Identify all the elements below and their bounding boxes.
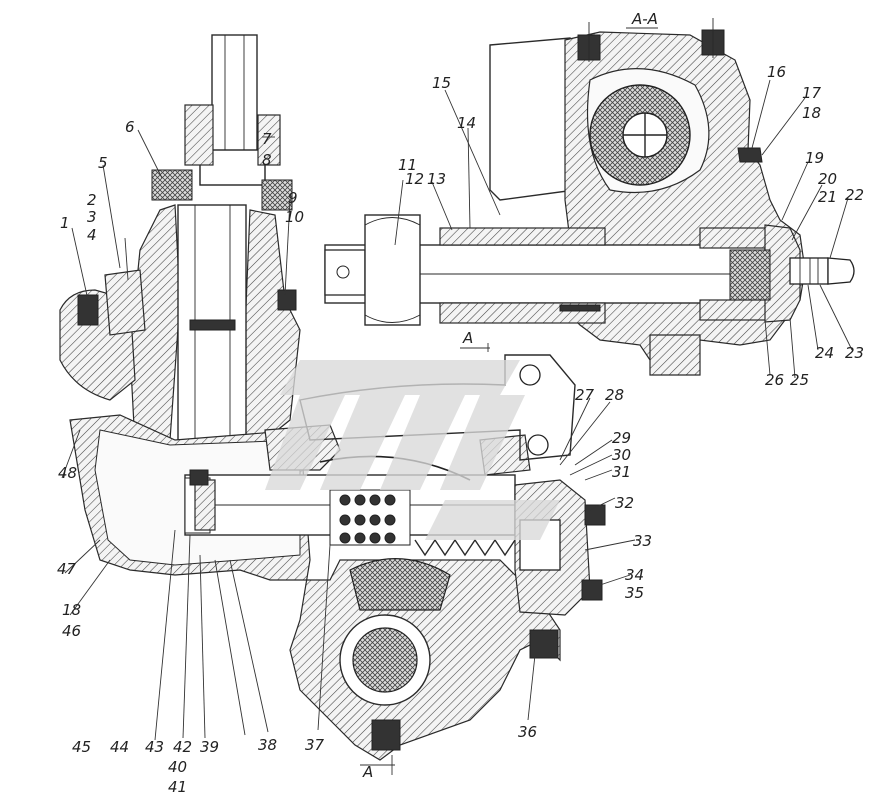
callout-5: 5: [98, 154, 108, 172]
callout-20: 20: [818, 170, 837, 188]
callout-36: 36: [518, 723, 537, 741]
input-shaft-assembly: [59, 34, 301, 466]
callout-37: 37: [305, 736, 325, 754]
callout-23: 23: [845, 344, 864, 362]
callout-1: 1: [60, 214, 70, 232]
callout-25: 25: [790, 371, 809, 389]
callout-41: 41: [168, 778, 187, 796]
callout-43: 43: [145, 738, 164, 756]
callout-13: 13: [427, 170, 446, 188]
callout-34: 34: [625, 566, 644, 584]
leader-lines: [61, 79, 853, 741]
callout-11: 11: [398, 156, 417, 174]
section-a-a-view: [324, 18, 855, 376]
callout-18-upper: 18: [802, 104, 821, 122]
callout-42: 42: [173, 738, 192, 756]
callout-22: 22: [845, 186, 864, 204]
callout-35: 35: [625, 584, 644, 602]
section-marker-top: A-A: [626, 10, 658, 29]
watermark-logo: [265, 360, 560, 540]
callout-4: 4: [87, 226, 97, 244]
callout-2: 2: [87, 191, 97, 209]
callout-39: 39: [200, 738, 219, 756]
callout-6: 6: [125, 118, 135, 136]
callout-labels: 1 2 3 4 5 6 7 8 9 10 11 12 13 14 15 16 1…: [57, 63, 864, 796]
callout-46: 46: [62, 622, 81, 640]
section-marker-label-lower: A: [362, 763, 373, 781]
callout-10: 10: [285, 208, 304, 226]
callout-45: 45: [72, 738, 91, 756]
callout-30: 30: [612, 446, 631, 464]
callout-32: 32: [615, 494, 634, 512]
callout-44: 44: [110, 738, 129, 756]
callout-14: 14: [457, 114, 476, 132]
callout-40: 40: [168, 758, 187, 776]
callout-16: 16: [767, 63, 786, 81]
callout-28: 28: [605, 386, 624, 404]
callout-27: 27: [575, 386, 595, 404]
callout-21: 21: [818, 188, 837, 206]
section-marker-label-upper: A: [462, 329, 473, 347]
callout-17: 17: [802, 84, 822, 102]
callout-33: 33: [633, 532, 652, 550]
section-title: A-A: [631, 10, 658, 28]
callout-24: 24: [815, 344, 834, 362]
callout-18-lower: 18: [62, 601, 81, 619]
callout-26: 26: [765, 371, 784, 389]
callout-19: 19: [805, 149, 824, 167]
callout-48: 48: [58, 464, 77, 482]
callout-29: 29: [612, 429, 631, 447]
callout-38: 38: [258, 736, 277, 754]
callout-8: 8: [262, 151, 272, 169]
section-marker-upper-cut: A: [460, 329, 490, 352]
callout-7: 7: [262, 130, 272, 148]
callout-47: 47: [57, 560, 77, 578]
callout-12: 12: [405, 170, 424, 188]
callout-15: 15: [432, 74, 451, 92]
callout-9: 9: [288, 189, 298, 207]
ball-track: [329, 489, 411, 546]
callout-3: 3: [87, 208, 97, 226]
section-marker-lower-cut: A: [360, 755, 395, 781]
callout-31: 31: [612, 463, 631, 481]
